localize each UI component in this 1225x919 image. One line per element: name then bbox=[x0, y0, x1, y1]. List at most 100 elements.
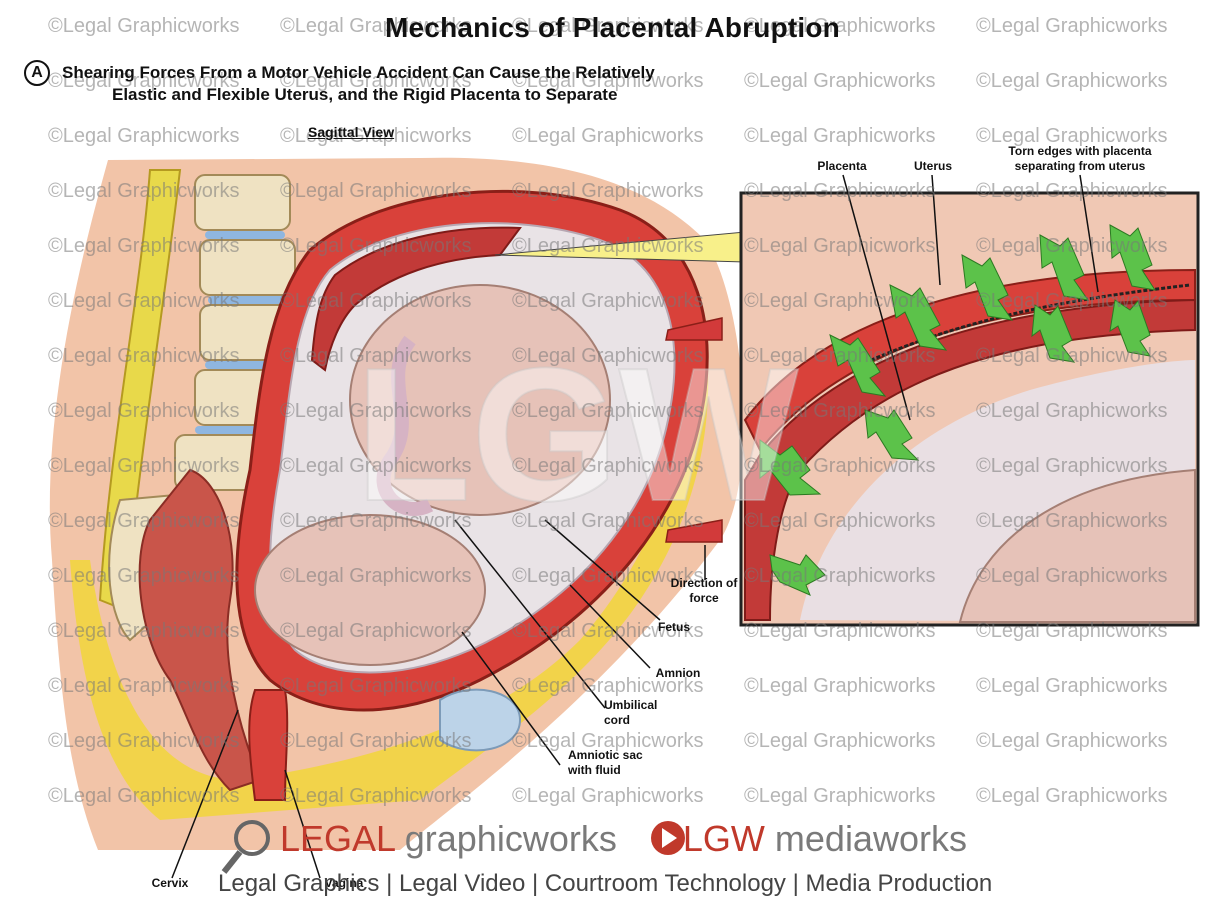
watermark-text: ©Legal Graphicworks bbox=[48, 675, 240, 697]
shear-arrows bbox=[759, 224, 1157, 596]
play-icon bbox=[651, 821, 685, 855]
watermark-text: ©Legal Graphicworks bbox=[512, 455, 704, 477]
page-title: Mechanics of Placental Abruption bbox=[385, 12, 840, 43]
shear-arrow bbox=[829, 334, 887, 397]
watermark-text: ©Legal Graphicworks bbox=[976, 345, 1168, 367]
watermark-text: ©Legal Graphicworks bbox=[280, 125, 472, 147]
label-cervix: Cervix bbox=[151, 876, 189, 890]
watermark-text: ©Legal Graphicworks bbox=[744, 675, 936, 697]
leader-lines bbox=[171, 174, 1099, 879]
fat-layer bbox=[70, 330, 709, 820]
watermark-text: ©Legal Graphicworks bbox=[512, 180, 704, 202]
watermark-text: ©Legal Graphicworks bbox=[744, 15, 936, 37]
magnifier-icon bbox=[221, 820, 270, 874]
watermark-text: ©Legal Graphicworks bbox=[280, 620, 472, 642]
label-umbilical-cord: Umbilical cord bbox=[604, 698, 658, 727]
leader-fetus bbox=[544, 519, 661, 621]
force-arrows bbox=[665, 317, 723, 543]
shear-arrow bbox=[864, 409, 920, 461]
watermark-text: ©Legal Graphicworks bbox=[512, 290, 704, 312]
watermark-text: ©Legal Graphicworks bbox=[512, 345, 704, 367]
disc bbox=[205, 231, 285, 239]
watermark-text: ©Legal Graphicworks bbox=[280, 290, 472, 312]
leader-vagina bbox=[284, 769, 321, 879]
watermark-text: ©Legal Graphicworks bbox=[280, 675, 472, 697]
watermark-text: ©Legal Graphicworks bbox=[744, 70, 936, 92]
watermark-text: ©Legal Graphicworks bbox=[48, 620, 240, 642]
watermark-text: ©Legal Graphicworks bbox=[976, 730, 1168, 752]
label-uterus: Uterus bbox=[913, 159, 952, 173]
watermark-text: ©Legal Graphicworks bbox=[512, 620, 704, 642]
watermark-text: ©Legal Graphicworks bbox=[512, 565, 704, 587]
subtitle: Shearing Forces From a Motor Vehicle Acc… bbox=[62, 62, 762, 106]
subtitle-line-1: Shearing Forces From a Motor Vehicle Acc… bbox=[62, 63, 655, 82]
watermark-text: ©Legal Graphicworks bbox=[512, 730, 704, 752]
leader-cervix bbox=[171, 709, 239, 879]
shear-arrow bbox=[769, 554, 826, 596]
watermark-text: ©Legal Graphicworks bbox=[512, 785, 704, 807]
watermark-text: ©Legal Graphicworks bbox=[976, 15, 1168, 37]
watermark-text: ©Legal Graphicworks bbox=[280, 785, 472, 807]
leader-placenta bbox=[842, 174, 911, 421]
watermark-text: ©Legal Graphicworks bbox=[280, 400, 472, 422]
leader-torn bbox=[1079, 174, 1099, 293]
watermark-text: ©Legal Graphicworks bbox=[976, 785, 1168, 807]
watermark-text: ©Legal Graphicworks bbox=[280, 730, 472, 752]
bladder bbox=[439, 688, 522, 752]
watermark-text: ©Legal Graphicworks bbox=[976, 510, 1168, 532]
force-arrow bbox=[665, 519, 723, 543]
fetus-head bbox=[254, 514, 486, 666]
leader-amnion bbox=[569, 584, 651, 669]
watermark-text: ©Legal Graphicworks bbox=[48, 785, 240, 807]
placenta bbox=[310, 226, 522, 372]
watermark-text: ©Legal Graphicworks bbox=[744, 400, 936, 422]
watermark-text: ©Legal Graphicworks bbox=[512, 510, 704, 532]
watermark-text: ©Legal Graphicworks bbox=[744, 180, 936, 202]
watermark-text: ©Legal Graphicworks bbox=[48, 345, 240, 367]
watermark-text: ©Legal Graphicworks bbox=[744, 235, 936, 257]
watermark-text: ©Legal Graphicworks bbox=[744, 290, 936, 312]
watermark-text: ©Legal Graphicworks bbox=[744, 345, 936, 367]
watermark-text: ©Legal Graphicworks bbox=[744, 455, 936, 477]
watermark-text: ©Legal Graphicworks bbox=[512, 235, 704, 257]
watermark-text: ©Legal Graphicworks bbox=[976, 70, 1168, 92]
disc bbox=[208, 296, 288, 304]
watermark-text: ©Legal Graphicworks bbox=[976, 290, 1168, 312]
watermark-text: ©Legal Graphicworks bbox=[48, 730, 240, 752]
watermark-text: ©Legal Graphicworks bbox=[976, 235, 1168, 257]
label-vagina: Vagina bbox=[324, 876, 364, 890]
watermark-text: ©Legal Graphicworks bbox=[280, 180, 472, 202]
label-fetus: Fetus bbox=[657, 620, 690, 634]
watermark-text: ©Legal Graphicworks bbox=[280, 15, 472, 37]
watermark-text: ©Legal Graphicworks bbox=[48, 400, 240, 422]
label-direction-of-force: Direction of force bbox=[670, 576, 738, 605]
leader-umbilical bbox=[454, 519, 606, 709]
shear-arrow bbox=[759, 439, 822, 496]
brand-mediaworks: mediaworks bbox=[774, 818, 967, 859]
watermark-text: ©Legal Graphicworks bbox=[976, 400, 1168, 422]
watermark-text: ©Legal Graphicworks bbox=[48, 455, 240, 477]
vertebra bbox=[194, 174, 291, 231]
watermark-text: ©Legal Graphicworks bbox=[280, 70, 472, 92]
watermark-text: ©Legal Graphicworks bbox=[744, 620, 936, 642]
watermark-text: ©Legal Graphicworks bbox=[48, 15, 240, 37]
leader-uterus bbox=[931, 174, 941, 286]
watermark-text: ©Legal Graphicworks bbox=[976, 565, 1168, 587]
watermark-text: ©Legal Graphicworks bbox=[512, 675, 704, 697]
inset-fetus bbox=[958, 468, 1196, 623]
vertebra bbox=[199, 239, 296, 296]
shear-arrow bbox=[1109, 299, 1152, 357]
brand-lgw: LGW bbox=[682, 818, 765, 859]
brand-graphicworks: graphicworks bbox=[404, 818, 617, 859]
watermark-text: ©Legal Graphicworks bbox=[48, 125, 240, 147]
watermark-text: ©Legal Graphicworks bbox=[280, 345, 472, 367]
leader-amniotic bbox=[461, 631, 561, 766]
brand-legal: LEGAL bbox=[280, 818, 395, 859]
watermark-text: ©Legal Graphicworks bbox=[48, 290, 240, 312]
watermark-text: ©Legal Graphicworks bbox=[744, 125, 936, 147]
watermark-text: ©Legal Graphicworks bbox=[512, 400, 704, 422]
watermark-text: ©Legal Graphicworks bbox=[48, 180, 240, 202]
force-arrow bbox=[665, 317, 723, 341]
